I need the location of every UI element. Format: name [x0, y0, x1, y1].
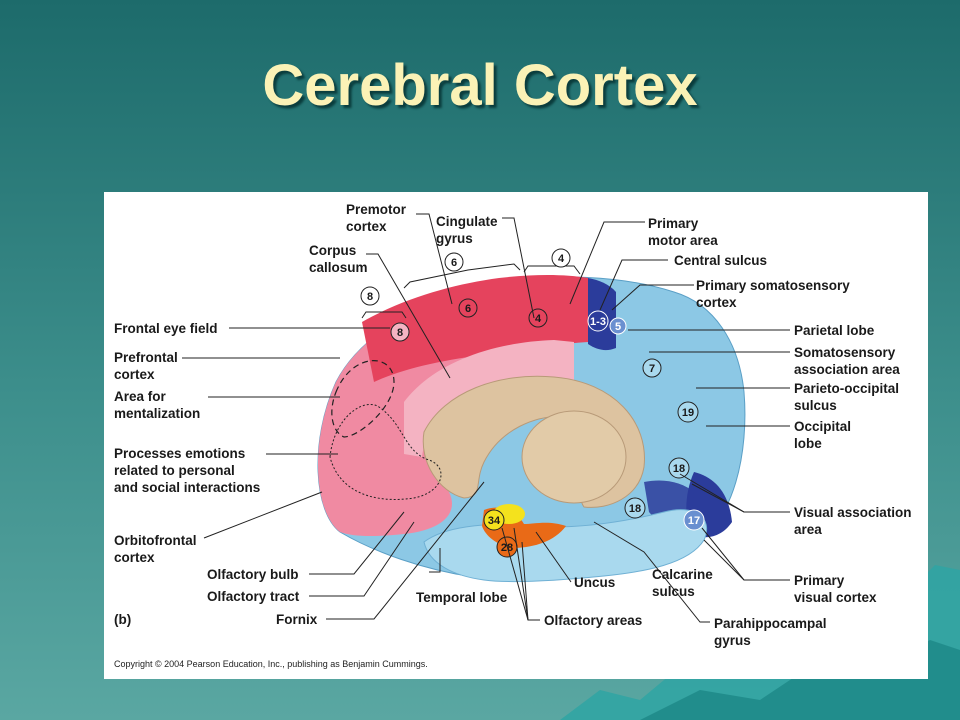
label-somatosensory-association-area: Somatosensory association area [794, 345, 900, 377]
area-number-34: 34 [483, 509, 505, 531]
svg-text:5: 5 [615, 321, 621, 333]
area-number-5: 5 [609, 317, 627, 335]
svg-text:19: 19 [682, 407, 694, 419]
label-occipital-lobe: Occipital lobe [794, 419, 855, 451]
svg-text:18: 18 [629, 503, 641, 515]
label-cingulate-gyrus: Cingulate gyrus [436, 214, 501, 246]
area-number-6-top: 6 [444, 252, 464, 272]
motor-region [362, 275, 588, 382]
label-olfactory-tract: Olfactory tract [207, 589, 300, 604]
label-area-for-mentalization: Area for mentalization [114, 389, 200, 421]
label-fornix: Fornix [276, 612, 318, 627]
label-uncus: Uncus [574, 575, 615, 590]
area-number-1-3: 1-3 [587, 310, 609, 332]
svg-text:7: 7 [649, 363, 655, 375]
area-number-4: 4 [528, 308, 548, 328]
label-corpus-callosum: Corpus callosum [309, 243, 368, 275]
area-number-19: 19 [677, 401, 699, 423]
svg-text:6: 6 [465, 303, 471, 315]
label-orbitofrontal-cortex: Orbitofrontal cortex [114, 533, 200, 565]
svg-text:4: 4 [535, 313, 542, 325]
copyright-notice: Copyright © 2004 Pearson Education, Inc.… [114, 659, 428, 669]
panel-label: (b) [114, 612, 131, 627]
label-parietal-lobe: Parietal lobe [794, 323, 875, 338]
svg-text:18: 18 [673, 463, 685, 475]
area-number-17: 17 [683, 509, 705, 531]
svg-text:4: 4 [558, 253, 565, 265]
label-processes-emotions: Processes emotions related to personal a… [114, 446, 260, 495]
label-primary-visual-cortex: Primary visual cortex [794, 573, 877, 605]
label-temporal-lobe: Temporal lobe [416, 590, 508, 605]
label-central-sulcus: Central sulcus [674, 253, 767, 268]
brain-diagram: 8 6 4 8 6 4 1-3 5 7 19 18 18 17 34 28 Pr… [114, 202, 915, 648]
label-calcarine-sulcus: Calcarine sulcus [652, 567, 717, 599]
label-premotor-cortex: Premotor cortex [346, 202, 410, 234]
label-primary-somatosensory-cortex: Primary somatosensory cortex [696, 278, 854, 310]
svg-text:17: 17 [688, 515, 700, 527]
area-number-18a: 18 [668, 457, 690, 479]
label-frontal-eye-field: Frontal eye field [114, 321, 218, 336]
label-prefrontal-cortex: Prefrontal cortex [114, 350, 182, 382]
slide-title: Cerebral Cortex [262, 53, 698, 118]
label-visual-association-area: Visual association area [794, 505, 915, 537]
label-parieto-occipital-sulcus: Parieto-occipital sulcus [794, 381, 903, 413]
area-number-18b: 18 [624, 497, 646, 519]
area-number-6: 6 [458, 298, 478, 318]
cingulate-region [404, 340, 574, 457]
label-parahippocampal-gyrus: Parahippocampal gyrus [714, 616, 830, 648]
svg-text:34: 34 [488, 515, 501, 527]
label-olfactory-bulb: Olfactory bulb [207, 567, 299, 582]
label-primary-motor-area: Primary motor area [648, 216, 718, 248]
area-number-8: 8 [390, 322, 410, 342]
label-olfactory-areas: Olfactory areas [544, 613, 642, 628]
svg-text:8: 8 [397, 327, 403, 339]
svg-text:6: 6 [451, 257, 457, 269]
area-number-8-top: 8 [360, 286, 380, 306]
figure-panel: 8 6 4 8 6 4 1-3 5 7 19 18 18 17 34 28 Pr… [104, 192, 928, 679]
svg-text:1-3: 1-3 [590, 316, 606, 328]
area-number-7: 7 [642, 358, 662, 378]
svg-text:28: 28 [501, 542, 513, 554]
area-number-4-top: 4 [551, 248, 571, 268]
svg-text:8: 8 [367, 291, 373, 303]
